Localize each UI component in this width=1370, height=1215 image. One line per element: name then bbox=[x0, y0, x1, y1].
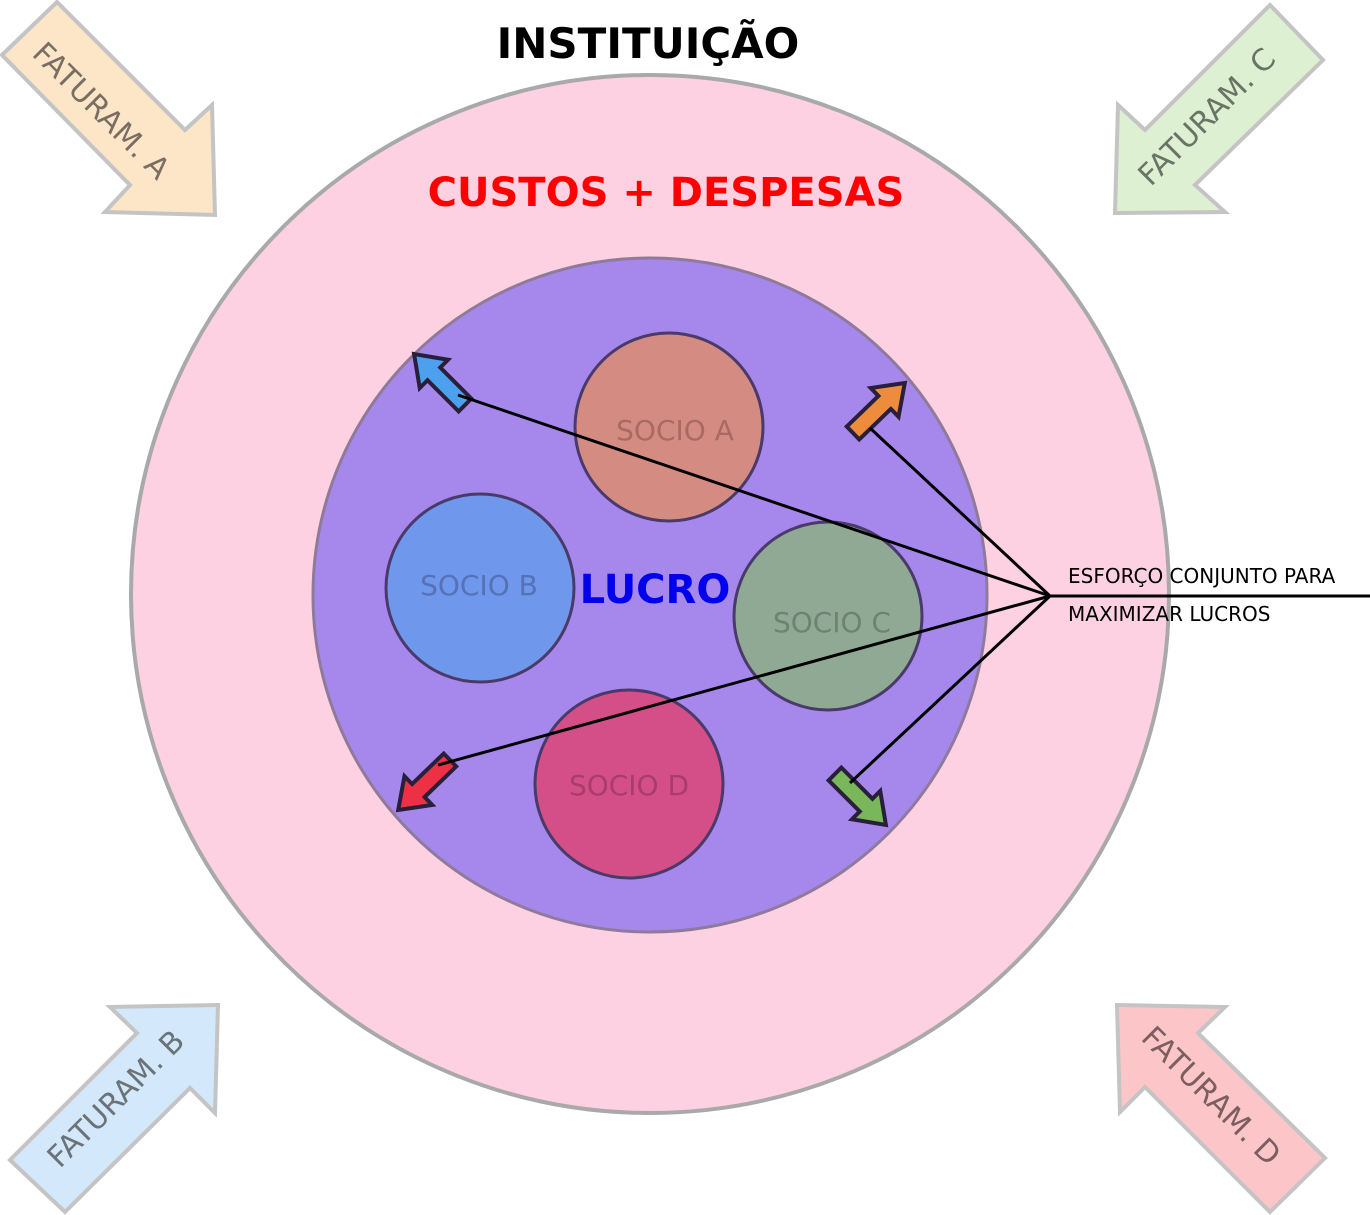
profit-circle bbox=[311, 256, 989, 934]
effort-arrow-orange bbox=[843, 380, 908, 443]
partner-a: SOCIO A bbox=[573, 331, 765, 523]
connector-lines bbox=[437, 393, 1370, 785]
profit-label: LUCRO bbox=[580, 567, 731, 613]
annotation-line-2: MAXIMIZAR LUCROS bbox=[1068, 602, 1270, 626]
partner-b: SOCIO B bbox=[384, 492, 576, 684]
partner-c: SOCIO C bbox=[732, 520, 924, 712]
partner-label: SOCIO B bbox=[420, 569, 538, 602]
partner-label: SOCIO C bbox=[773, 606, 891, 639]
revenue-arrow-c: FATURAM. C bbox=[1112, 2, 1326, 216]
effort-arrow-red bbox=[395, 750, 460, 813]
effort-arrow-blue bbox=[411, 351, 475, 415]
partner-label: SOCIO A bbox=[616, 414, 734, 447]
title: INSTITUIÇÃO bbox=[497, 18, 800, 68]
revenue-arrow-d: FATURAM. D bbox=[1114, 1002, 1328, 1215]
costs-label: CUSTOS + DESPESAS bbox=[428, 170, 905, 216]
annotation-line-1: ESFORÇO CONJUNTO PARA bbox=[1068, 564, 1336, 588]
effort-arrow-green bbox=[825, 764, 889, 828]
revenue-arrow-a: FATURAM. A bbox=[0, 0, 218, 218]
partner-label: SOCIO D bbox=[569, 769, 689, 802]
revenue-arrow-b: FATURAM. B bbox=[7, 1002, 221, 1215]
partner-d: SOCIO D bbox=[533, 688, 725, 880]
